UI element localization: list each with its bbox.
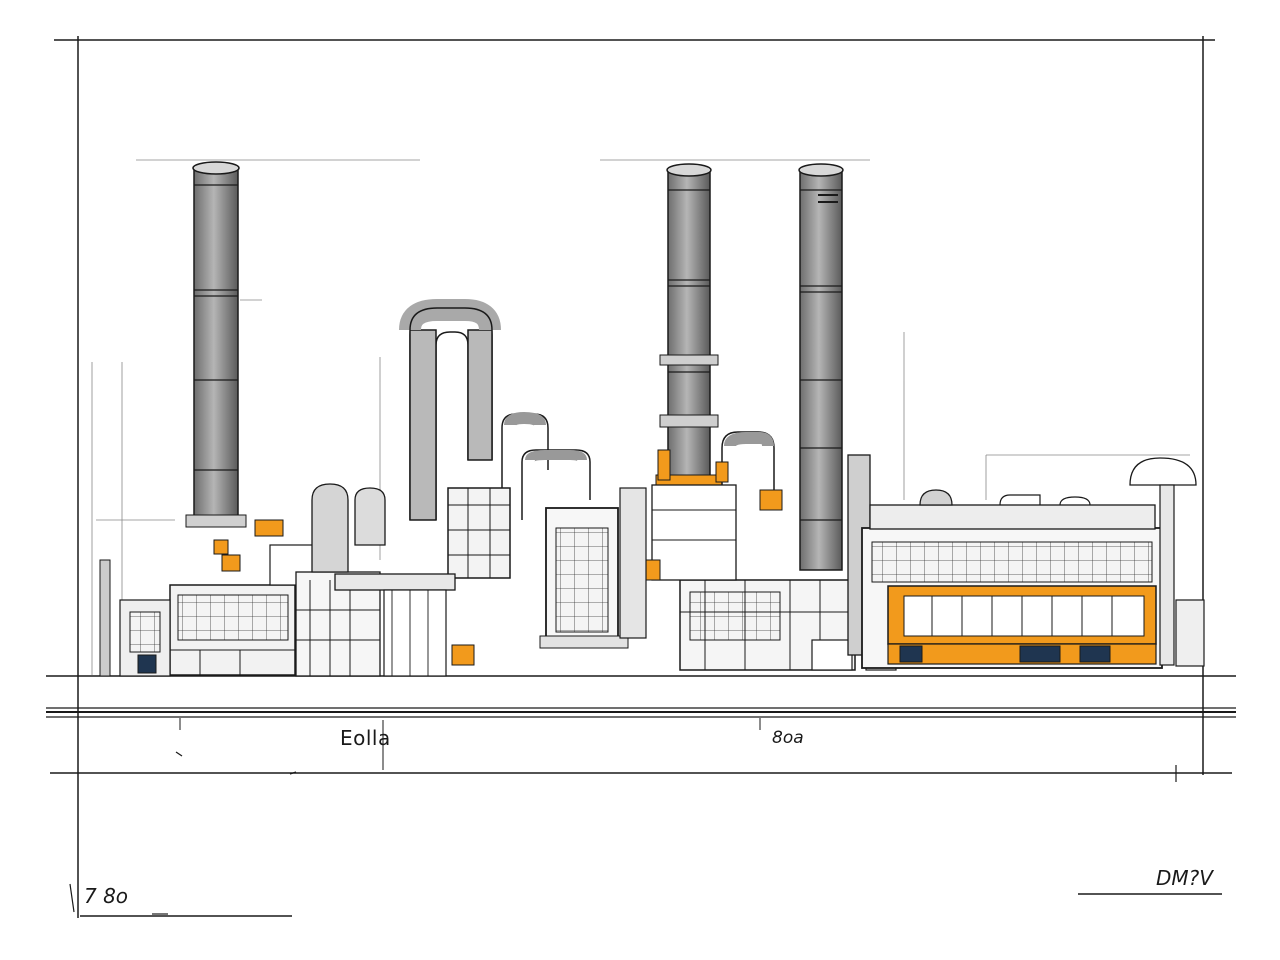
central-tower	[447, 487, 629, 649]
drawing-frame	[50, 36, 1232, 918]
dimension-ticks	[69, 751, 297, 915]
pipe-loop-large	[399, 299, 501, 521]
accent-fittings	[213, 449, 729, 555]
right-plant-hall	[861, 457, 1205, 669]
left-plant-block	[99, 483, 475, 677]
chimney-right	[798, 163, 844, 571]
drawing-label-corner: 7 8o	[84, 884, 129, 908]
chimney-center	[655, 163, 723, 490]
pipe-loop-right	[721, 431, 775, 520]
drawing-title-block: DM?V	[1156, 866, 1213, 890]
drawing-label-mid: 8oa	[772, 728, 804, 748]
chimney-left	[185, 161, 247, 528]
ground-rail	[46, 675, 1236, 782]
drawing-label-left: Eolla	[340, 726, 391, 750]
pipe-loop-small-b	[521, 449, 591, 520]
pipe-loop-small-a	[501, 411, 549, 490]
middle-plant-block	[619, 454, 897, 671]
construction-lines	[91, 159, 1190, 676]
